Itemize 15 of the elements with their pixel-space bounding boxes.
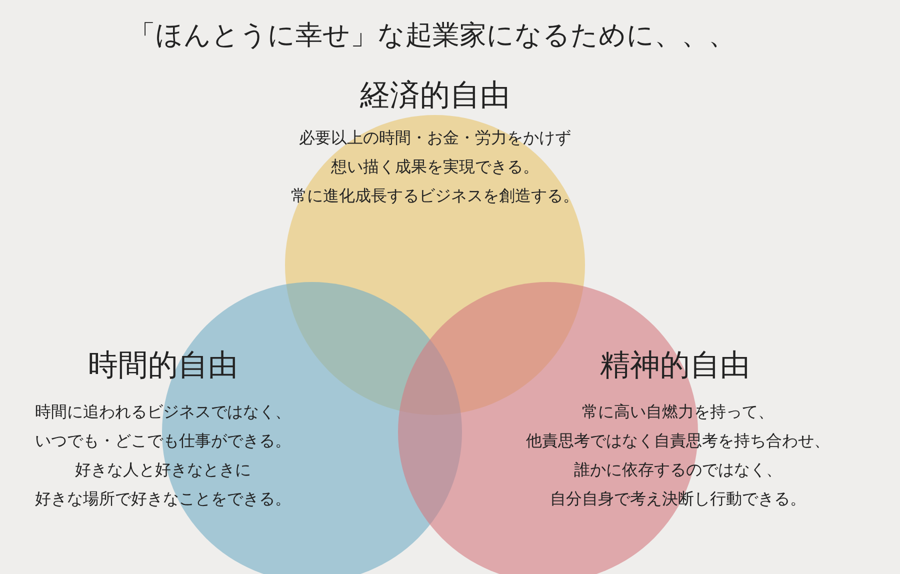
body-text: 自分自身で考え決断し行動できる。 bbox=[550, 489, 806, 508]
body-text: 好きな人と好きなときに bbox=[75, 460, 251, 480]
body-text: 必要以上の時間・お金・労力をかけず bbox=[299, 128, 571, 148]
body-text: 常に進化成長するビジネスを創造する。 bbox=[291, 186, 579, 206]
title: 「ほんとうに幸せ」な起業家になるために、、、 bbox=[128, 20, 736, 52]
body-text: 時間に追われるビジネスではなく、 bbox=[35, 402, 291, 422]
heading: 時間的自由 bbox=[88, 348, 238, 384]
body-text: 他責思考ではなく自責思考を持ち合わせ、 bbox=[526, 431, 830, 450]
body-text: 好きな場所で好きなことをできる。 bbox=[35, 489, 291, 508]
body-text: 常に高い自燃力を持って、 bbox=[582, 402, 774, 422]
body-text: 想い描く成果を実現できる。 bbox=[331, 157, 539, 176]
heading: 精神的自由 bbox=[600, 348, 750, 384]
heading: 経済的自由 bbox=[360, 78, 510, 114]
body-text: いつでも・どこでも仕事ができる。 bbox=[35, 431, 291, 450]
body-text: 誰かに依存するのではなく、 bbox=[574, 460, 782, 480]
